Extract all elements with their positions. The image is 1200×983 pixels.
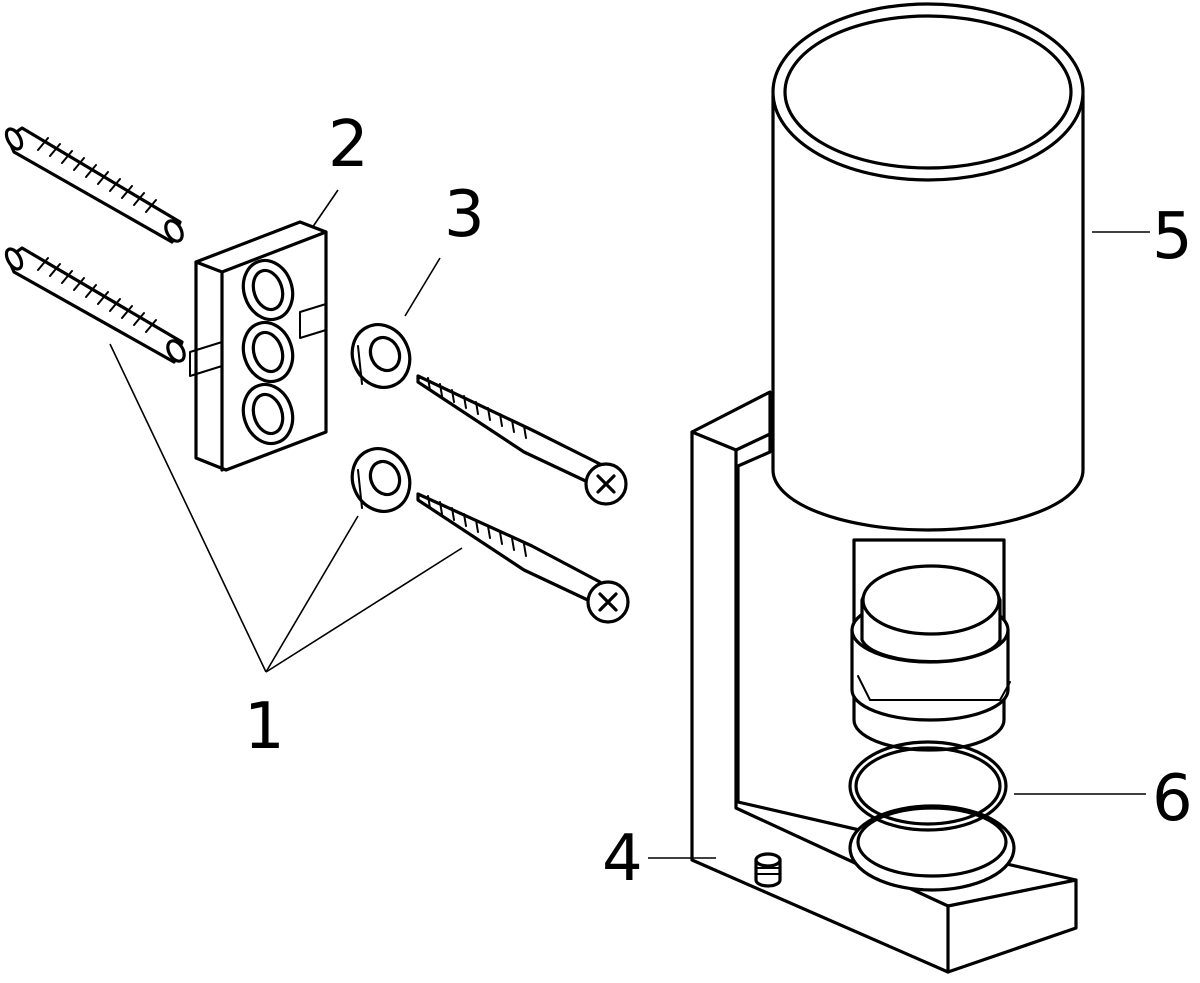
screw-lower [416,492,630,624]
leader-lines [109,189,1150,859]
wall-plug-lower [4,246,186,364]
o-ring [848,740,1008,832]
callout-5: 5 [1152,200,1193,274]
washer-upper [350,323,412,389]
cup-insert [850,538,1011,752]
set-screw [754,852,782,888]
wall-plug-upper [4,126,184,244]
callout-1: 1 [244,690,285,764]
callout-6: 6 [1152,762,1193,836]
washer-lower [350,447,412,513]
screw-upper [416,374,628,506]
callout-4: 4 [602,822,643,896]
glass-tumbler [771,2,1085,532]
callout-3: 3 [444,178,485,252]
mounting-plate [189,220,328,472]
callout-2: 2 [328,108,369,182]
holder-bracket [690,390,1078,974]
